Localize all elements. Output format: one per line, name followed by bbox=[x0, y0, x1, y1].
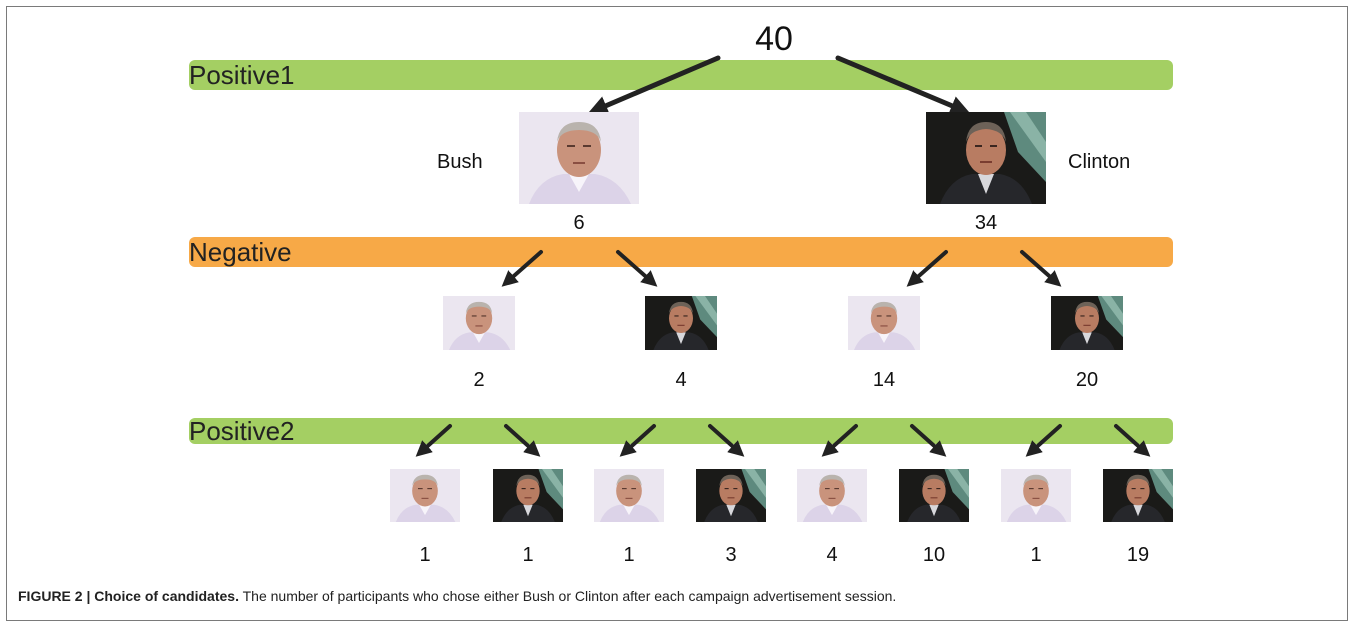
positive1-label: Positive1 bbox=[189, 60, 295, 90]
negative-band: Negative bbox=[189, 237, 1173, 267]
bush-photo bbox=[390, 469, 460, 522]
level2-count: 20 bbox=[1075, 369, 1099, 391]
arrow bbox=[616, 250, 658, 287]
arrow bbox=[1025, 424, 1062, 457]
arrow bbox=[906, 250, 948, 287]
level3-count: 3 bbox=[725, 544, 737, 566]
negative-label: Negative bbox=[189, 237, 292, 267]
level1-clinton-count: 34 bbox=[974, 212, 998, 234]
level3-count: 1 bbox=[1030, 544, 1042, 566]
arrow bbox=[619, 424, 656, 457]
positive2-band: Positive2 bbox=[189, 418, 1173, 444]
clinton-name-label: Clinton bbox=[1068, 151, 1131, 173]
level1-bush-count: 6 bbox=[573, 212, 585, 234]
bush-name-label: Bush bbox=[437, 151, 483, 173]
figure-frame bbox=[6, 6, 1348, 621]
clinton-photo bbox=[1051, 296, 1123, 350]
clinton-photo bbox=[926, 112, 1046, 204]
arrow bbox=[821, 424, 858, 457]
clinton-photo bbox=[1103, 469, 1173, 522]
arrow bbox=[415, 424, 452, 457]
clinton-photo bbox=[645, 296, 717, 350]
arrow bbox=[587, 55, 721, 115]
clinton-photo bbox=[696, 469, 766, 522]
arrow bbox=[910, 424, 947, 457]
bush-photo bbox=[519, 112, 639, 204]
positive2-label: Positive2 bbox=[189, 416, 295, 446]
arrow bbox=[1114, 424, 1151, 457]
arrow bbox=[835, 55, 971, 115]
level2-count: 2 bbox=[473, 369, 485, 391]
bush-photo bbox=[443, 296, 515, 350]
figure-caption: FIGURE 2 | Choice of candidates. The num… bbox=[18, 588, 896, 604]
arrow bbox=[504, 424, 541, 457]
clinton-photo bbox=[493, 469, 563, 522]
level3-count: 19 bbox=[1126, 544, 1150, 566]
bush-photo bbox=[1001, 469, 1071, 522]
bush-photo bbox=[848, 296, 920, 350]
level3-count: 1 bbox=[522, 544, 534, 566]
level3-count: 1 bbox=[419, 544, 431, 566]
level2-count: 14 bbox=[872, 369, 896, 391]
arrow bbox=[501, 250, 543, 287]
positive1-band: Positive1 bbox=[189, 60, 1173, 90]
level3-count: 1 bbox=[623, 544, 635, 566]
caption-title: FIGURE 2 | Choice of candidates. bbox=[18, 588, 239, 604]
total-count: 40 bbox=[755, 20, 793, 58]
arrow bbox=[1020, 250, 1062, 287]
clinton-photo bbox=[899, 469, 969, 522]
bush-photo bbox=[594, 469, 664, 522]
bush-photo bbox=[797, 469, 867, 522]
level3-count: 4 bbox=[826, 544, 838, 566]
arrow bbox=[708, 424, 745, 457]
level2-count: 4 bbox=[675, 369, 687, 391]
level3-count: 10 bbox=[922, 544, 946, 566]
caption-text: The number of participants who chose eit… bbox=[242, 588, 897, 604]
